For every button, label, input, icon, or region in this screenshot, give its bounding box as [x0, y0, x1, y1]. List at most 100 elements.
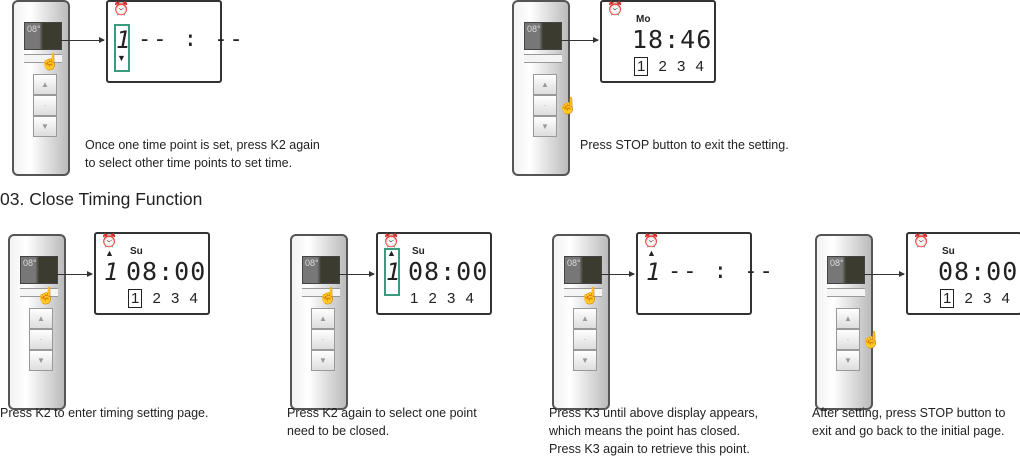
up-button[interactable]: ▲	[836, 308, 860, 329]
pointing-hand-icon: ☝	[318, 288, 338, 305]
caption-line: Once one time point is set, press K2 aga…	[85, 138, 320, 152]
time-value: 18:46	[632, 25, 713, 54]
down-button[interactable]: ▼	[33, 116, 57, 137]
time-value: 08:00	[126, 257, 207, 286]
remote-lcd: 08°	[20, 256, 58, 284]
day-label: Su	[130, 246, 143, 257]
k2-button[interactable]	[302, 288, 340, 297]
down-button[interactable]: ▼	[573, 350, 597, 371]
remote-control: 08°▲·▼☝	[290, 234, 348, 410]
caption-line: Press K3 again to retrieve this point.	[549, 442, 750, 456]
stop-button[interactable]: ·	[836, 329, 860, 350]
time-point-4: 4	[189, 290, 198, 307]
k2-button[interactable]	[827, 288, 865, 297]
k2-button[interactable]	[20, 288, 58, 297]
arrow-up-icon: ▲	[647, 248, 656, 258]
step-caption: Press K3 until above display appears, whi…	[549, 404, 758, 458]
pointing-hand-icon: ☝	[861, 332, 881, 349]
up-button[interactable]: ▲	[533, 74, 557, 95]
stop-button[interactable]: ·	[29, 329, 53, 350]
time-point-1: 1	[940, 289, 955, 308]
connector-arrow	[338, 271, 375, 277]
arrow-up-icon: ▲	[387, 248, 396, 258]
pointing-hand-icon: ☝	[580, 288, 600, 305]
caption-line: Press K3 until above display appears,	[549, 406, 759, 420]
remote-lcd: 08°	[24, 22, 62, 50]
time-value: 08:00	[408, 257, 489, 286]
up-button[interactable]: ▲	[29, 308, 53, 329]
lcd-display: ⏰-- : --1▲	[636, 232, 773, 315]
pointing-hand-icon: ☝	[36, 288, 56, 305]
down-button[interactable]: ▼	[533, 116, 557, 137]
up-button[interactable]: ▲	[311, 308, 335, 329]
stop-button[interactable]: ·	[311, 329, 335, 350]
day-label: Mo	[636, 14, 651, 25]
remote-control: 08°▲·▼☝	[12, 0, 70, 176]
down-button[interactable]: ▼	[836, 350, 860, 371]
up-button[interactable]: ▲	[573, 308, 597, 329]
time-point-numbers: 1 2 3 4	[128, 289, 198, 308]
remote-lcd: 08°	[564, 256, 602, 284]
time-point-index: 1	[386, 258, 401, 286]
time-point-4: 4	[695, 58, 704, 75]
time-value: -- : --	[138, 27, 245, 52]
stop-button[interactable]: ·	[573, 329, 597, 350]
time-point-4: 4	[465, 290, 474, 307]
time-point-index: 1	[104, 258, 119, 286]
time-point-index: 1	[646, 258, 661, 286]
step-caption: Press K2 again to select one point need t…	[287, 404, 477, 440]
caption-line: to select other time points to set time.	[85, 156, 293, 170]
arrow-up-icon: ▲	[105, 248, 114, 258]
time-point-2: 2	[428, 290, 437, 307]
remote-control: 08° ▲·▼☝	[815, 234, 881, 410]
connector-arrow	[60, 37, 105, 43]
time-point-2: 2	[964, 290, 973, 307]
selection-box	[114, 24, 130, 72]
caption-line: Press K2 again to select one point	[287, 406, 477, 420]
up-button[interactable]: ▲	[33, 74, 57, 95]
alarm-clock-icon: ⏰	[607, 1, 624, 16]
connector-arrow	[863, 271, 905, 277]
connector-arrow	[56, 271, 93, 277]
pointing-hand-icon: ☝	[558, 98, 578, 115]
time-point-4: 4	[1001, 290, 1010, 307]
alarm-clock-icon: ⏰	[101, 233, 118, 248]
time-point-2: 2	[658, 58, 667, 75]
alarm-clock-icon: ⏰	[383, 233, 400, 248]
step-caption: Press STOP button to exit the setting.	[580, 136, 789, 154]
stop-button[interactable]: ·	[33, 95, 57, 116]
k2-button[interactable]	[564, 288, 602, 297]
selection-box	[384, 248, 400, 296]
day-label: Su	[942, 246, 955, 257]
step-caption: Press K2 to enter timing setting page.	[0, 404, 208, 422]
time-point-numbers: 1 2 3 4	[634, 57, 704, 76]
remote-control: 08° ▲·▼ ☝	[8, 234, 66, 410]
time-point-2: 2	[152, 290, 161, 307]
section-heading: 03. Close Timing Function	[0, 189, 203, 209]
connector-arrow	[600, 271, 635, 277]
caption-line: Press K2 to enter timing setting page.	[0, 406, 209, 420]
time-point-3: 3	[171, 290, 180, 307]
day-label: Su	[412, 246, 425, 257]
k2-button[interactable]	[24, 54, 62, 63]
stop-button[interactable]: ·	[533, 95, 557, 116]
time-point-1: 1	[128, 289, 143, 308]
connector-arrow	[560, 37, 599, 43]
time-value: -- : --	[668, 259, 775, 284]
down-button[interactable]: ▼	[311, 350, 335, 371]
caption-line: which means the point has closed.	[549, 424, 741, 438]
k2-button[interactable]	[524, 54, 562, 63]
caption-line: need to be closed.	[287, 424, 390, 438]
time-point-numbers: 1 2 3 4	[940, 289, 1010, 308]
alarm-clock-icon: ⏰	[913, 233, 930, 248]
alarm-clock-icon: ⏰	[113, 1, 130, 16]
remote-control: 08° ▲·▼ ☝	[552, 234, 610, 410]
remote-lcd: 08°	[827, 256, 865, 284]
time-point-numbers: 1 2 3 4	[410, 290, 474, 308]
time-point-3: 3	[447, 290, 456, 307]
down-button[interactable]: ▼	[29, 350, 53, 371]
